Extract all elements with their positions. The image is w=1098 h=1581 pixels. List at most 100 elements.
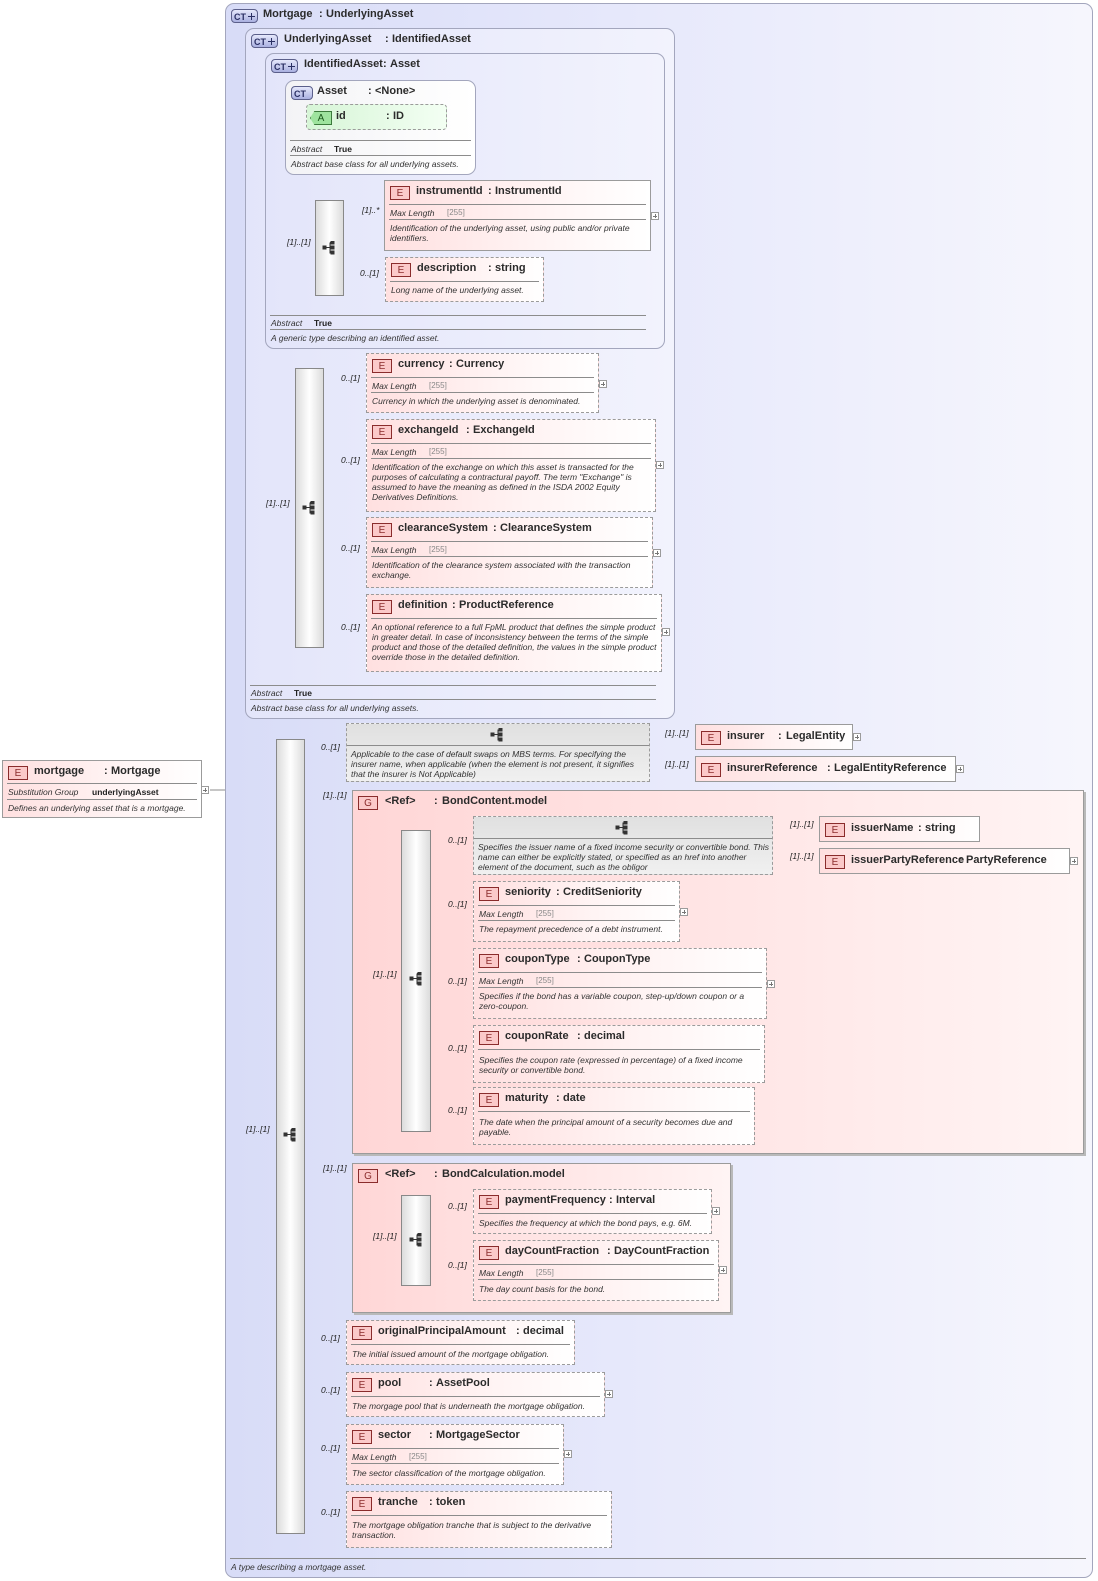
divider — [389, 204, 646, 205]
expand-icon[interactable] — [767, 980, 775, 988]
element-tranche[interactable]: E tranche : token The mortgage obligatio… — [346, 1491, 612, 1548]
complex-type-name: Asset — [317, 85, 347, 97]
choice-compositor-insurer[interactable]: Applicable to the case of default swaps … — [346, 723, 650, 782]
element-definition[interactable]: E definition : ProductReference An optio… — [366, 594, 662, 672]
complex-type-badge: CT — [291, 86, 313, 100]
element-badge: E — [372, 425, 392, 439]
max-length-value: [255] — [429, 381, 447, 390]
element-paymentFrequency[interactable]: E paymentFrequency : Interval Specifies … — [473, 1189, 712, 1234]
complex-type-name: Mortgage — [263, 8, 313, 20]
element-couponRate[interactable]: E couponRate : decimal Specifies the cou… — [473, 1025, 765, 1083]
sequence-compositor[interactable] — [315, 200, 344, 296]
expand-icon[interactable] — [680, 908, 688, 916]
element-type: decimal — [584, 1030, 625, 1042]
element-badge: E — [701, 731, 721, 745]
sequence-compositor[interactable] — [401, 830, 431, 1132]
colon: : — [429, 1429, 433, 1441]
attribute-badge: A — [310, 111, 332, 125]
max-length-label: Max Length — [479, 909, 524, 919]
multiplicity-label: [1]..[1] — [790, 851, 814, 861]
multiplicity-label: 0..[1] — [321, 742, 340, 752]
sequence-compositor[interactable] — [276, 739, 305, 1534]
multiplicity-label: 0..[1] — [448, 899, 467, 909]
expand-icon[interactable] — [1070, 857, 1078, 865]
colon: : — [488, 262, 492, 274]
element-type: AssetPool — [436, 1377, 490, 1389]
abstract-value: True — [294, 688, 312, 698]
element-sector[interactable]: E sector : MortgageSector Max Length [25… — [346, 1424, 564, 1485]
complex-type-badge: CT — [231, 9, 258, 23]
element-clearanceSystem[interactable]: E clearanceSystem : ClearanceSystem Max … — [366, 517, 653, 588]
divider — [351, 1515, 607, 1516]
element-pool[interactable]: E pool : AssetPool The morgage pool that… — [346, 1372, 605, 1417]
root-element-mortgage[interactable]: E mortgage : Mortgage Substitution Group… — [2, 760, 202, 818]
expand-icon[interactable] — [712, 1207, 720, 1215]
colon: : — [556, 1092, 560, 1104]
max-length-value: [255] — [536, 976, 554, 985]
element-description-text: Specifies the coupon rate (expressed in … — [479, 1055, 743, 1075]
element-description[interactable]: E description : string Long name of the … — [385, 257, 544, 302]
element-exchangeId[interactable]: E exchangeId : ExchangeId Max Length [25… — [366, 419, 656, 512]
element-name: dayCountFraction — [505, 1245, 600, 1257]
max-length-label: Max Length — [479, 1268, 524, 1278]
expand-icon[interactable] — [853, 733, 861, 741]
expand-icon[interactable] — [651, 212, 659, 220]
element-currency[interactable]: E currency : Currency Max Length [255] C… — [366, 353, 599, 413]
multiplicity-label: 0..[1] — [341, 373, 360, 383]
multiplicity-label: 0..[1] — [321, 1385, 340, 1395]
multiplicity-label: 0..[1] — [448, 835, 467, 845]
substitution-group-label: Substitution Group — [8, 787, 79, 797]
divider — [351, 1448, 559, 1449]
divider — [351, 1344, 570, 1345]
expand-icon[interactable] — [605, 1390, 613, 1398]
multiplicity-label: 0..[1] — [448, 1043, 467, 1053]
element-insurerReference[interactable]: E insurerReference : LegalEntityReferenc… — [695, 756, 956, 782]
divider — [371, 618, 657, 619]
element-badge: E — [352, 1430, 372, 1444]
element-type: token — [436, 1496, 466, 1508]
element-originalPrincipalAmount[interactable]: E originalPrincipalAmount : decimal The … — [346, 1320, 575, 1365]
expand-icon[interactable] — [653, 549, 661, 557]
colon: : — [429, 1377, 433, 1389]
element-name: instrumentId — [416, 185, 483, 197]
element-description-text: The morgage pool that is underneath the … — [352, 1401, 585, 1411]
divider — [478, 920, 675, 921]
element-description-text: The mortgage obligation tranche that is … — [352, 1520, 592, 1540]
element-issuerName[interactable]: E issuerName : string — [819, 816, 980, 842]
expand-icon[interactable] — [599, 380, 607, 388]
element-description-text: Specifies if the bond has a variable cou… — [479, 991, 745, 1011]
expand-icon[interactable] — [201, 786, 209, 794]
divider — [478, 1279, 714, 1280]
expand-icon[interactable] — [719, 1266, 727, 1274]
sequence-icon — [322, 241, 335, 255]
abstract-value: True — [334, 144, 352, 154]
element-couponType[interactable]: E couponType : CouponType Max Length [25… — [473, 948, 767, 1019]
multiplicity-label: [1]..[1] — [373, 969, 397, 979]
plus-icon — [268, 38, 275, 45]
colon: : — [959, 854, 963, 866]
element-dayCountFraction[interactable]: E dayCountFraction : DayCountFraction Ma… — [473, 1240, 719, 1301]
expand-icon[interactable] — [656, 461, 664, 469]
element-instrumentId[interactable]: E instrumentId : InstrumentId Max Length… — [384, 180, 651, 251]
colon: : — [607, 1245, 611, 1257]
expand-icon[interactable] — [662, 628, 670, 636]
choice-compositor-issuer[interactable]: Specifies the issuer name of a fixed inc… — [473, 816, 773, 875]
element-insurer[interactable]: E insurer : LegalEntity — [695, 724, 853, 750]
multiplicity-label: [1]..* — [362, 205, 380, 215]
abstract-label: Abstract — [271, 318, 303, 328]
element-seniority[interactable]: E seniority : CreditSeniority Max Length… — [473, 881, 680, 942]
plus-icon — [248, 13, 255, 20]
substitution-group-value: underlyingAsset — [92, 787, 159, 797]
sequence-compositor[interactable] — [295, 368, 324, 648]
element-issuerPartyReference[interactable]: E issuerPartyReference : PartyReference — [819, 848, 1070, 874]
colon: : — [778, 730, 782, 742]
complex-type-base: <None> — [375, 85, 416, 97]
choice-icon — [615, 821, 628, 835]
sequence-compositor[interactable] — [401, 1195, 431, 1286]
attribute-id[interactable]: A id : ID — [306, 104, 447, 130]
expand-icon[interactable] — [564, 1450, 572, 1458]
expand-icon[interactable] — [956, 765, 964, 773]
element-maturity[interactable]: E maturity : date The date when the prin… — [473, 1087, 755, 1145]
element-description-text: Identification of the exchange on which … — [372, 462, 634, 502]
element-type: Currency — [456, 358, 505, 370]
